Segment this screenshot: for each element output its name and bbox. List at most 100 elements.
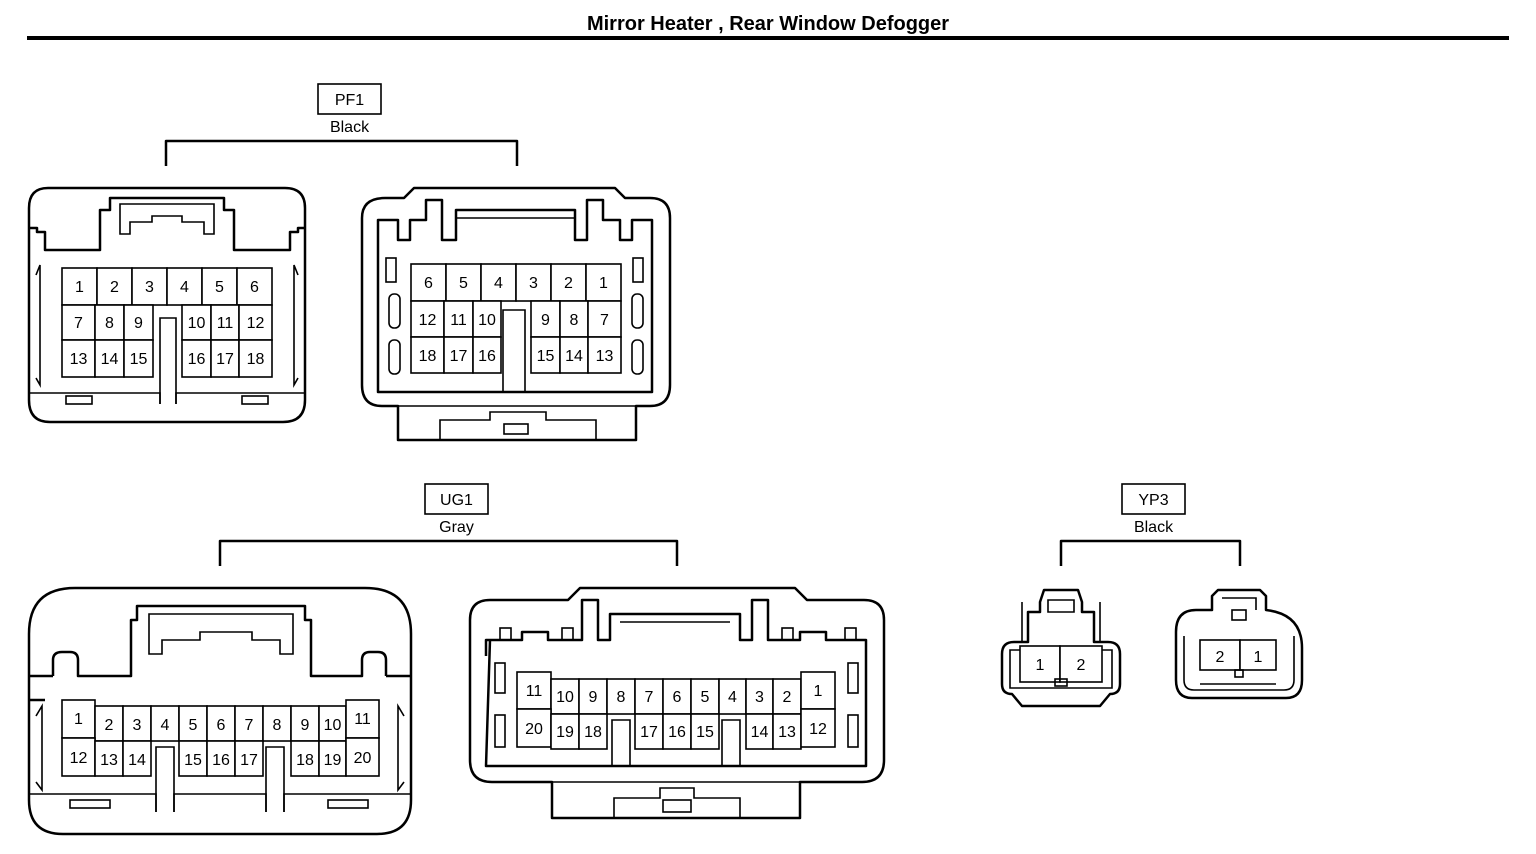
pin-label: 4 <box>161 717 170 734</box>
pin-label: 7 <box>74 315 83 332</box>
connector-ug1: UG1 Gray <box>27 483 886 836</box>
pin-label: 13 <box>778 724 796 741</box>
pin-label: 10 <box>478 312 496 329</box>
pin-label: 1 <box>599 275 608 292</box>
pin-label: 7 <box>600 312 609 329</box>
pin-label: 5 <box>189 717 198 734</box>
pin-label: 2 <box>110 279 119 296</box>
pin-label: 15 <box>130 351 148 368</box>
pin-label: 16 <box>478 348 496 365</box>
pin-label: 5 <box>701 689 710 706</box>
pin-label: 12 <box>70 750 88 767</box>
connector-view-left: 1 2 <box>1000 588 1122 708</box>
connector-id-label: YP3 <box>1138 492 1168 509</box>
pin-label: 12 <box>419 312 437 329</box>
bracket <box>218 539 679 566</box>
pin-label: 4 <box>494 275 503 292</box>
bracket <box>1059 539 1242 566</box>
pin-label: 17 <box>216 351 234 368</box>
pin-label: 14 <box>101 351 119 368</box>
connector-yp3: YP3 Black 1 2 2 1 <box>1000 483 1304 708</box>
connector-view-right: 6 5 4 3 2 1 12 11 10 9 8 7 18 17 16 15 1… <box>360 186 672 442</box>
pin-label: 3 <box>133 717 142 734</box>
pin-label: 11 <box>450 312 467 329</box>
pin-label: 2 <box>564 275 573 292</box>
pin-label: 9 <box>134 315 143 332</box>
pin-label: 11 <box>354 711 371 728</box>
pin-label: 6 <box>673 689 682 706</box>
pin-label: 7 <box>245 717 254 734</box>
pin-label: 8 <box>617 689 626 706</box>
pin-label: 13 <box>70 351 88 368</box>
pin-label: 19 <box>324 752 342 769</box>
bracket <box>164 139 519 166</box>
pin-label: 1 <box>814 683 823 700</box>
pin-label: 9 <box>541 312 550 329</box>
connector-id-label: UG1 <box>440 492 473 509</box>
pin-label: 14 <box>128 752 146 769</box>
pin-label: 10 <box>324 717 342 734</box>
pin-label: 17 <box>240 752 258 769</box>
pin-label: 6 <box>424 275 433 292</box>
pin-label: 20 <box>354 750 372 767</box>
pin-label: 15 <box>537 348 555 365</box>
pin-label: 3 <box>755 689 764 706</box>
pin-label: 6 <box>250 279 259 296</box>
pin-label: 20 <box>525 721 543 738</box>
pin-label: 2 <box>783 689 792 706</box>
pin-label: 17 <box>450 348 468 365</box>
connector-view-left: 1 2 3 4 5 6 7 8 9 10 11 12 13 14 15 16 1… <box>27 186 307 424</box>
pin-label: 10 <box>188 315 206 332</box>
pin-label: 1 <box>1036 657 1045 674</box>
connector-color-label: Black <box>1134 519 1174 536</box>
pin-label: 18 <box>247 351 265 368</box>
connector-id-label: PF1 <box>335 92 364 109</box>
connector-color-label: Gray <box>439 519 474 536</box>
connector-id-box <box>1121 483 1186 515</box>
pin-label: 4 <box>728 689 737 706</box>
pin-label: 5 <box>459 275 468 292</box>
pin-grid: 1 2 3 4 5 6 7 8 9 10 11 12 13 14 15 16 1… <box>61 267 273 378</box>
pin-label: 16 <box>212 752 230 769</box>
connector-pf1: PF1 Black 1 <box>27 83 672 442</box>
pin-label: 18 <box>296 752 314 769</box>
pin-label: 19 <box>556 724 574 741</box>
pin-label: 14 <box>751 724 769 741</box>
pin-label: 1 <box>75 279 84 296</box>
connector-id-box <box>424 483 489 515</box>
pin-label: 8 <box>273 717 282 734</box>
pin-label: 17 <box>640 724 658 741</box>
pin-label: 18 <box>419 348 437 365</box>
pin-label: 11 <box>526 683 543 700</box>
connector-view-right: 11 10 9 8 7 6 5 4 3 2 1 20 19 18 17 16 1… <box>468 586 886 820</box>
pin-grid: 11 10 9 8 7 6 5 4 3 2 1 20 19 18 17 16 1… <box>516 671 836 766</box>
pin-label: 3 <box>145 279 154 296</box>
pin-label: 9 <box>301 717 310 734</box>
pin-grid: 1 2 3 4 5 6 7 8 9 10 11 12 13 14 15 16 1… <box>61 699 380 777</box>
pin-label: 16 <box>668 724 686 741</box>
pin-label: 18 <box>584 724 602 741</box>
pin-label: 11 <box>217 315 234 332</box>
pin-label: 15 <box>184 752 202 769</box>
connector-color-label: Black <box>330 119 370 136</box>
pin-grid: 6 5 4 3 2 1 12 11 10 9 8 7 18 17 16 15 1… <box>410 263 622 392</box>
pin-label: 3 <box>529 275 538 292</box>
pin-label: 2 <box>1077 657 1086 674</box>
connector-view-left: 1 2 3 4 5 6 7 8 9 10 11 12 13 14 15 16 1… <box>27 586 413 836</box>
pin-label: 16 <box>188 351 206 368</box>
pin-label: 8 <box>570 312 579 329</box>
pin-label: 12 <box>247 315 265 332</box>
pin-label: 1 <box>74 711 83 728</box>
connector-view-right: 2 1 <box>1174 588 1304 700</box>
pin-label: 12 <box>809 721 827 738</box>
pin-label: 1 <box>1254 649 1263 666</box>
connector-id-box <box>317 83 382 115</box>
pin-label: 2 <box>105 717 114 734</box>
pin-label: 5 <box>215 279 224 296</box>
pin-label: 13 <box>596 348 614 365</box>
pin-label: 7 <box>645 689 654 706</box>
pin-label: 13 <box>100 752 118 769</box>
pin-label: 6 <box>217 717 226 734</box>
pin-label: 14 <box>565 348 583 365</box>
